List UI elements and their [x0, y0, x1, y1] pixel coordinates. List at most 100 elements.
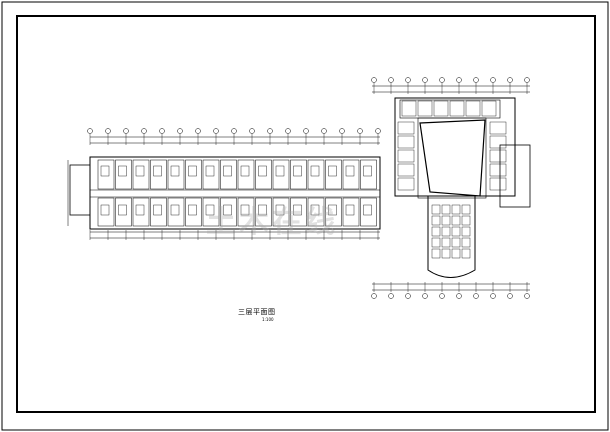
room-fixture — [345, 165, 355, 177]
room-west — [397, 177, 415, 191]
west-end-stair — [69, 164, 91, 216]
axis-bubble — [303, 128, 309, 134]
entrance-grid — [431, 204, 471, 259]
axis-bubble — [371, 293, 377, 299]
axis-bubble — [213, 128, 219, 134]
room-fixture — [100, 204, 110, 216]
room-fixture — [223, 165, 232, 177]
room-north — [132, 159, 150, 190]
room-fixture — [240, 165, 250, 177]
atrium-frame — [417, 117, 487, 199]
room-fixture — [100, 165, 110, 177]
axis-bubble — [388, 77, 394, 83]
room-south — [185, 197, 202, 227]
room-fixture — [205, 165, 215, 177]
axis-bubble — [388, 293, 394, 299]
axis-bubble — [231, 128, 237, 134]
drawing-scale: 1:100 — [262, 317, 274, 322]
room-west — [397, 121, 415, 135]
west-ticks — [87, 128, 381, 240]
entrance-seat — [461, 204, 471, 215]
axis-bubble — [422, 293, 428, 299]
entrance-seat — [441, 226, 451, 237]
central-atrium — [419, 119, 486, 197]
axis-bubble — [524, 293, 530, 299]
east-ticks — [371, 77, 530, 299]
axis-bubble — [405, 293, 411, 299]
room-south — [290, 197, 307, 227]
room-fixture — [188, 165, 197, 177]
room-south — [325, 197, 342, 227]
room-north — [167, 159, 185, 190]
axis-bubble — [507, 77, 513, 83]
entrance-seat — [431, 215, 441, 226]
axis-bubble — [267, 128, 273, 134]
axis-bubble — [439, 293, 445, 299]
axis-bubble — [105, 128, 111, 134]
entrance-seat — [451, 226, 461, 237]
room-north — [449, 100, 465, 117]
entrance-seat — [461, 248, 471, 259]
room-north — [237, 159, 255, 190]
east-rooms — [397, 100, 507, 191]
room-fixture — [328, 204, 337, 216]
room-fixture — [363, 165, 372, 177]
axis-bubble — [141, 128, 147, 134]
room-south — [220, 197, 237, 227]
room-west — [397, 149, 415, 163]
axis-bubble — [405, 77, 411, 83]
room-south — [255, 197, 272, 227]
entrance-seat — [431, 204, 441, 215]
room-fixture — [363, 204, 372, 216]
room-south — [342, 197, 360, 227]
axis-bubble — [422, 77, 428, 83]
inner-frame — [16, 15, 596, 413]
south-entrance — [427, 195, 476, 278]
room-north — [220, 159, 237, 190]
west-dimensions — [67, 128, 381, 240]
axis-bubble — [473, 77, 479, 83]
axis-bubble — [456, 77, 462, 83]
axis-bubble — [285, 128, 291, 134]
room-fixture — [293, 165, 302, 177]
axis-bubble — [321, 128, 327, 134]
entrance-seat — [451, 237, 461, 248]
room-north — [360, 159, 377, 190]
room-fixture — [135, 165, 145, 177]
entrance-seat — [441, 248, 451, 259]
axis-bubble — [159, 128, 165, 134]
room-east — [489, 163, 507, 177]
axis-bubble — [357, 128, 363, 134]
room-south — [272, 197, 290, 227]
room-east — [489, 149, 507, 163]
room-fixture — [205, 204, 215, 216]
room-south — [360, 197, 377, 227]
entrance-seat — [441, 215, 451, 226]
room-fixture — [328, 165, 337, 177]
room-fixture — [275, 165, 285, 177]
axis-bubble — [375, 128, 381, 134]
axis-bubble — [507, 293, 513, 299]
entrance-seat — [451, 215, 461, 226]
room-west — [397, 135, 415, 149]
entrance-seat — [451, 248, 461, 259]
room-north — [290, 159, 307, 190]
axis-bubble — [439, 77, 445, 83]
room-north — [465, 100, 481, 117]
entrance-outline — [427, 195, 476, 278]
west-rooms — [97, 159, 377, 227]
room-north — [272, 159, 290, 190]
axis-bubble — [87, 128, 93, 134]
room-west — [397, 163, 415, 177]
room-fixture — [170, 204, 180, 216]
room-north — [97, 159, 115, 190]
room-south — [167, 197, 185, 227]
axis-bubble — [490, 293, 496, 299]
axis-bubble — [490, 77, 496, 83]
entrance-seat — [431, 237, 441, 248]
room-south — [150, 197, 167, 227]
room-fixture — [258, 204, 267, 216]
entrance-seat — [461, 226, 471, 237]
room-fixture — [310, 165, 320, 177]
